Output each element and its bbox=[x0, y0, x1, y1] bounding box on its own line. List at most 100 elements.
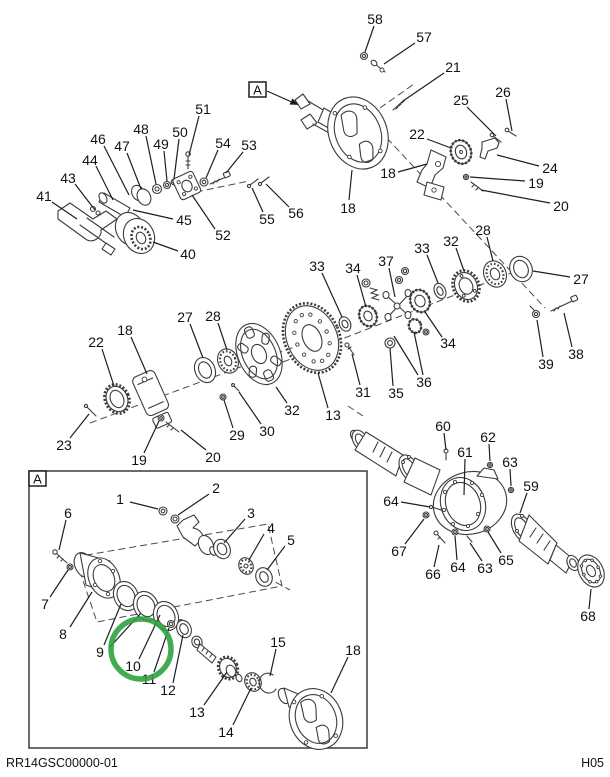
leader-line-23-46 bbox=[69, 413, 90, 439]
leader-line-55-11 bbox=[251, 187, 264, 213]
bolt-53 bbox=[209, 170, 231, 185]
callout-14-64: 14 bbox=[218, 724, 234, 740]
leader-line-32-32 bbox=[455, 247, 465, 272]
leader-line-14-64 bbox=[232, 687, 252, 726]
wheel-hub-68 bbox=[577, 554, 605, 588]
bearing-cup-27-left bbox=[193, 356, 217, 384]
leader-line-51-8 bbox=[188, 115, 200, 156]
footer-document-code: RR14GSC00000-01 bbox=[6, 756, 118, 770]
callout-2-52: 2 bbox=[212, 480, 220, 496]
leader-line-34-29 bbox=[356, 274, 367, 308]
callout-35-38: 35 bbox=[388, 385, 404, 401]
flange-plate-52 bbox=[172, 170, 202, 201]
callout-5-56: 5 bbox=[287, 532, 295, 548]
callout-23-46: 23 bbox=[56, 437, 72, 453]
callout-27-27: 27 bbox=[573, 271, 589, 287]
inset-detail-box: A bbox=[28, 470, 368, 750]
detail-a-marker-label: A bbox=[253, 83, 262, 98]
pinion-nut-1 bbox=[158, 506, 168, 516]
callout-30-50: 30 bbox=[259, 423, 275, 439]
callout-50-7: 50 bbox=[172, 124, 188, 140]
snap-ring-15 bbox=[258, 672, 277, 694]
washer-2 bbox=[170, 514, 180, 524]
callout-53-10: 53 bbox=[241, 137, 257, 153]
cage-housing-8 bbox=[73, 552, 121, 599]
leader-line-28-45 bbox=[217, 322, 228, 351]
leader-line-1-51 bbox=[129, 501, 159, 510]
leader-line-41-0 bbox=[51, 201, 78, 220]
callout-65-77: 65 bbox=[498, 552, 514, 568]
leader-line-29-49 bbox=[223, 399, 234, 429]
leader-line-7-57 bbox=[49, 569, 69, 598]
callout-8-58: 8 bbox=[59, 626, 67, 642]
bracket-24 bbox=[479, 137, 500, 160]
leader-line-19-47 bbox=[143, 420, 160, 454]
callout-19-23: 19 bbox=[528, 175, 544, 191]
washer-54 bbox=[199, 177, 209, 187]
output-yoke-assembly bbox=[57, 151, 270, 256]
leader-line-22-21 bbox=[426, 138, 452, 149]
leader-line-64-72 bbox=[400, 501, 431, 508]
shim-ring-9b bbox=[132, 590, 160, 622]
callout-15-65: 15 bbox=[270, 634, 286, 650]
callout-63-70: 63 bbox=[502, 454, 518, 470]
callout-62-68: 62 bbox=[480, 429, 496, 445]
detail-a-arrow-line bbox=[266, 90, 295, 104]
ring-5 bbox=[255, 567, 273, 587]
callout-54-9: 54 bbox=[215, 135, 231, 151]
bearing-cup-27-right bbox=[509, 255, 533, 283]
bearing-4 bbox=[238, 557, 254, 575]
stud-20-tr bbox=[470, 181, 484, 192]
yoke-41 bbox=[57, 202, 118, 256]
bearing-14 bbox=[244, 672, 262, 692]
speedo-gear-22 bbox=[449, 138, 473, 166]
leader-line-50-7 bbox=[173, 138, 180, 180]
inset-a-marker-label: A bbox=[33, 472, 42, 487]
differential-gear-assembly bbox=[281, 255, 579, 375]
pinion-yoke bbox=[176, 514, 217, 556]
boss-47 bbox=[131, 184, 152, 206]
leader-line-27-27 bbox=[532, 270, 571, 278]
callout-45-13: 45 bbox=[176, 212, 192, 228]
leader-line-20-48 bbox=[180, 429, 207, 451]
callout-61-69: 61 bbox=[457, 444, 473, 460]
fasteners-43 bbox=[89, 205, 101, 216]
leader-line-46-3 bbox=[103, 145, 130, 196]
housing-fasteners bbox=[422, 448, 515, 544]
washer-48 bbox=[151, 183, 163, 195]
leader-line-2-52 bbox=[177, 493, 210, 516]
carrier-input-yoke bbox=[294, 93, 318, 130]
leader-line-37-30 bbox=[388, 267, 396, 298]
leader-line-22-42 bbox=[101, 348, 115, 387]
callout-52-14: 52 bbox=[215, 227, 231, 243]
callout-46-3: 46 bbox=[90, 131, 106, 147]
lock-parts-37 bbox=[361, 266, 410, 301]
callout-66-74: 66 bbox=[425, 566, 441, 582]
callout-27-44: 27 bbox=[177, 309, 193, 325]
bearing-cone-28-left bbox=[216, 348, 240, 374]
leader-line-66-74 bbox=[433, 544, 440, 568]
pin-30 bbox=[231, 383, 240, 392]
callout-9-59: 9 bbox=[96, 644, 104, 660]
callout-26-20: 26 bbox=[495, 84, 511, 100]
callout-34-36: 34 bbox=[440, 335, 456, 351]
callout-18-66: 18 bbox=[345, 642, 361, 658]
callout-64-72: 64 bbox=[383, 493, 399, 509]
washer-39 bbox=[529, 305, 541, 319]
washer-7 bbox=[66, 563, 74, 571]
callout-31-39: 31 bbox=[355, 384, 371, 400]
callout-34-29: 34 bbox=[345, 260, 361, 276]
callout-47-4: 47 bbox=[114, 138, 130, 154]
leader-line-62-68 bbox=[488, 443, 491, 462]
callout-20-24: 20 bbox=[553, 198, 569, 214]
leader-line-53-10 bbox=[225, 151, 244, 174]
leader-line-47-4 bbox=[126, 152, 142, 190]
leader-line-54-9 bbox=[205, 149, 219, 179]
callout-18-25: 18 bbox=[380, 165, 396, 181]
differential-carrier-assembly bbox=[294, 51, 546, 309]
carrier-nut-58 bbox=[359, 51, 369, 61]
callout-33-31: 33 bbox=[414, 240, 430, 256]
leader-line-49-6 bbox=[163, 150, 168, 182]
screw-6 bbox=[52, 549, 68, 564]
